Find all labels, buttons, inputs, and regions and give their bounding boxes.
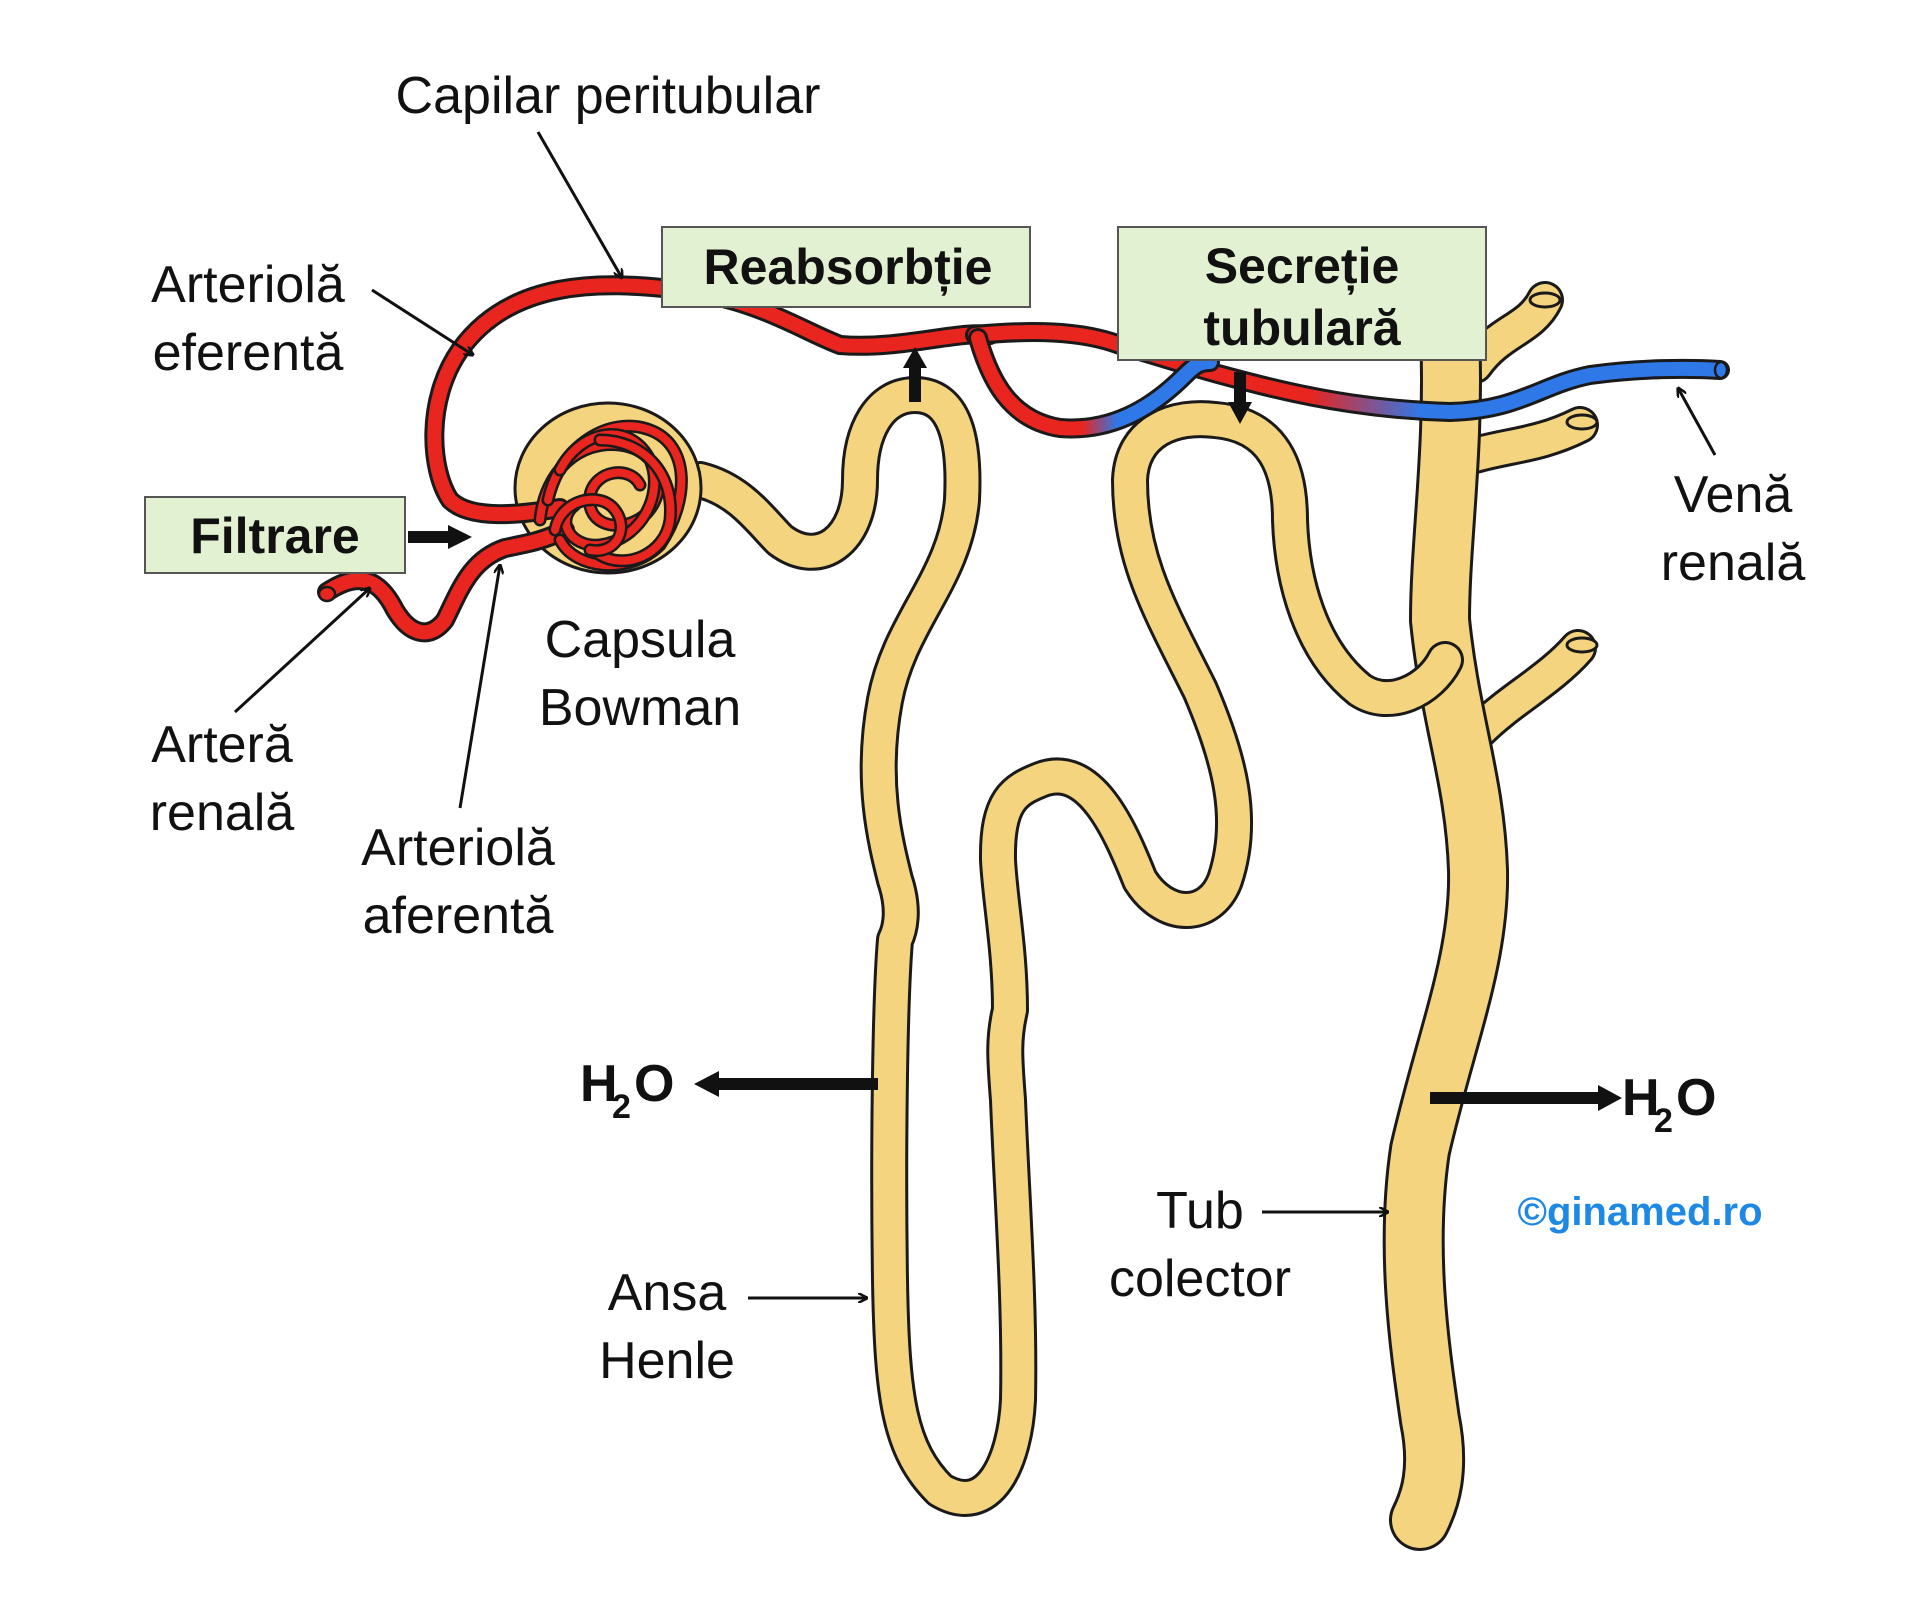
pointer-vena-renala (1678, 388, 1717, 456)
label-arteriola-eferenta-2: eferentă (153, 324, 344, 382)
water-right-sub: 2 (1654, 1102, 1673, 1140)
label-arteriola-eferenta-1: Arteriolă (151, 256, 345, 314)
secretion-label-line1: Secreție (1205, 238, 1400, 294)
label-tub-colector-1: Tub (1156, 1182, 1244, 1240)
label-capilar-peritubular: Capilar peritubular (396, 67, 821, 125)
reabsorption-label: Reabsorbție (704, 239, 993, 295)
label-arteriola-aferenta-1: Arteriolă (361, 819, 555, 877)
label-vena-renala-2: renală (1661, 534, 1806, 592)
process-arrows (408, 347, 1622, 1111)
label-artera-renala-1: Arteră (151, 716, 293, 774)
label-ansa-henle-1: Ansa (608, 1264, 727, 1322)
nephron-tubule (681, 376, 1464, 1517)
pointer-arteriola-aferenta (458, 565, 500, 809)
water-label-left: H 2 O (580, 1055, 675, 1126)
label-ansa-henle-2: Henle (599, 1332, 735, 1390)
secretion-label-line2: tubulară (1203, 300, 1401, 356)
label-pointers (233, 131, 1717, 1298)
pointer-arteriola-eferenta (371, 288, 473, 355)
filtration-label: Filtrare (190, 508, 360, 564)
label-artera-renala-2: renală (150, 784, 295, 842)
water-right-h: H (1622, 1069, 1658, 1127)
reabsorption-box: Reabsorbție (661, 226, 1031, 308)
glomerulus (533, 419, 688, 572)
water-right-o: O (1676, 1069, 1715, 1127)
label-vena-renala-1: Venă (1674, 466, 1793, 524)
blood-vessels (317, 275, 1730, 643)
label-capsula-bowman-2: Bowman (539, 679, 741, 737)
credit-watermark: ©ginamed.ro (1517, 1190, 1762, 1234)
pointer-capilar (536, 131, 622, 278)
filtration-box: Filtrare (144, 496, 406, 574)
label-capsula-bowman-1: Capsula (545, 611, 736, 669)
collecting-duct (1382, 281, 1599, 1551)
label-tub-colector-2: colector (1109, 1250, 1291, 1308)
water-left-sub: 2 (612, 1088, 631, 1126)
label-arteriola-aferenta-2: aferentă (363, 887, 554, 945)
water-left-h: H (580, 1055, 616, 1113)
secretion-box: Secreție tubulară (1117, 226, 1487, 361)
water-label-right: H 2 O (1622, 1069, 1717, 1140)
water-left-o: O (634, 1055, 673, 1113)
pointer-artera-renala (233, 588, 370, 714)
